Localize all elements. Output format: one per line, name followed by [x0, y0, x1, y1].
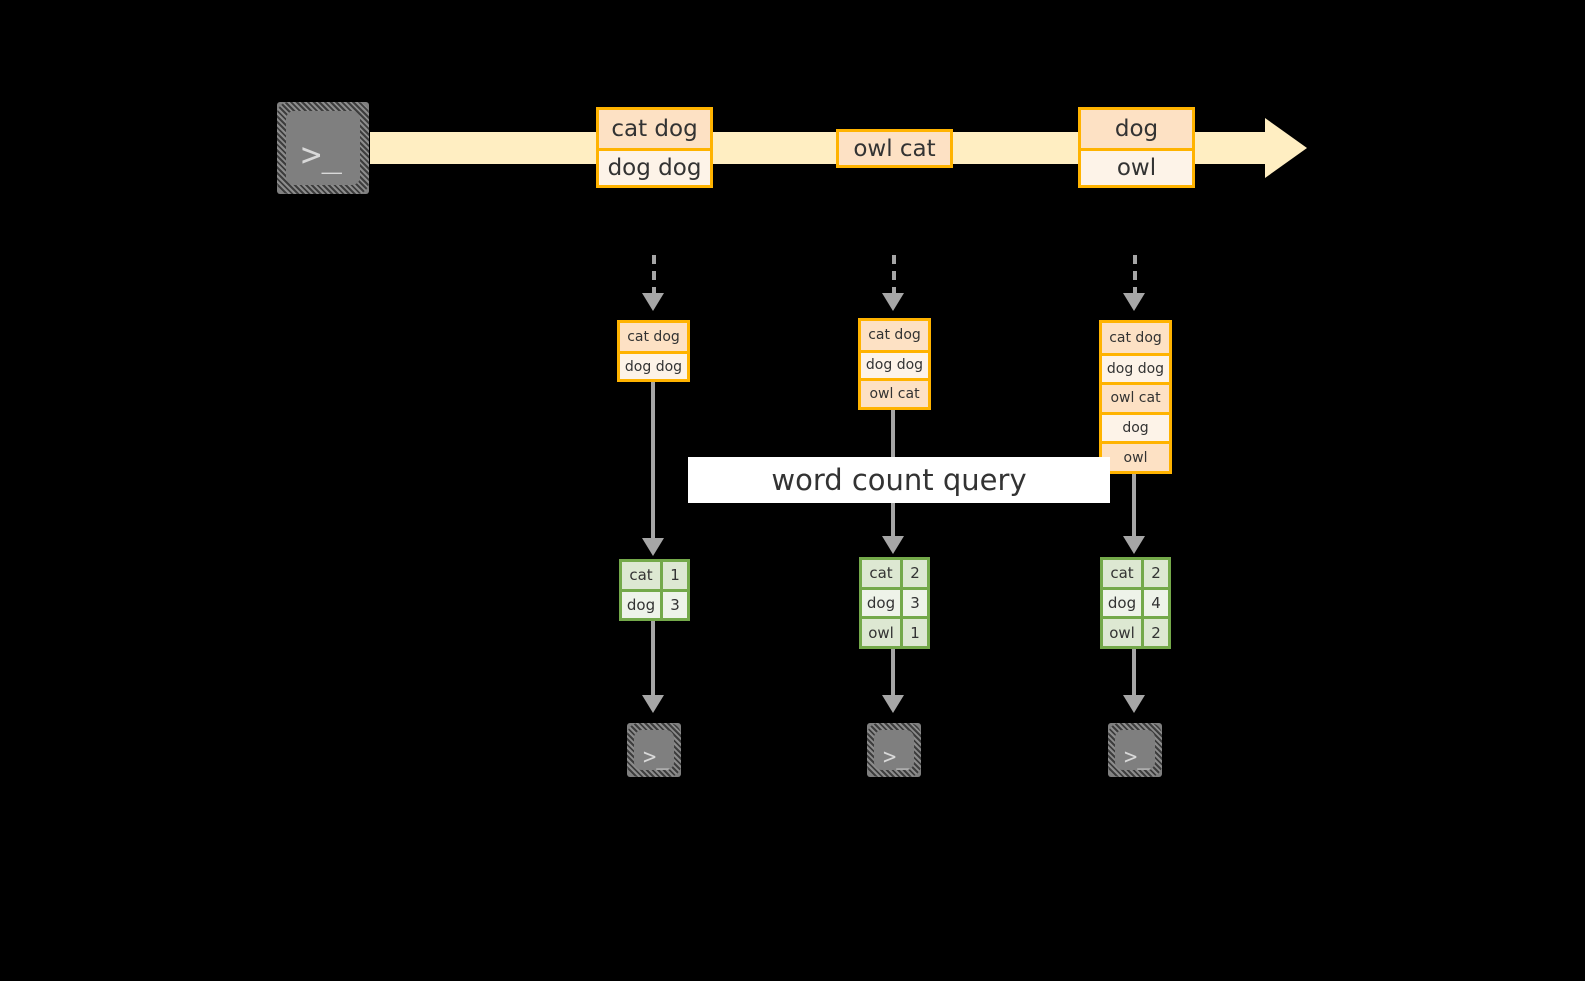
sink-terminal-icon-3: >_	[1099, 714, 1171, 786]
result-count: 2	[1144, 560, 1168, 587]
buffer-to-result-connector-1	[651, 382, 655, 542]
stream-event-group-1[interactable]: cat dog dog dog	[596, 107, 713, 188]
source-terminal-icon: >_	[268, 93, 378, 203]
sink-terminal-icon-2: >_	[858, 714, 930, 786]
buffer-line: cat dog	[620, 323, 687, 351]
stream-to-buffer-arrowhead-1	[642, 293, 664, 311]
buffer-to-result-arrowhead-2	[882, 536, 904, 554]
stream-event-group-2[interactable]: owl cat	[836, 129, 953, 168]
buffer-line: cat dog	[1102, 323, 1169, 353]
result-row: dog 3	[862, 586, 927, 617]
result-word: owl	[862, 619, 903, 647]
buffer-line: dog dog	[620, 351, 687, 379]
result-to-sink-arrowhead-3	[1123, 695, 1145, 713]
stream-timeline-arrowhead	[1265, 118, 1307, 178]
result-to-sink-connector-3	[1132, 649, 1136, 699]
result-count: 1	[663, 562, 687, 589]
buffer-box-1[interactable]: cat dog dog dog	[617, 320, 690, 382]
result-row: owl 1	[862, 616, 927, 647]
result-to-sink-arrowhead-1	[642, 695, 664, 713]
terminal-body	[634, 730, 674, 770]
result-to-sink-connector-2	[891, 649, 895, 699]
result-word: cat	[1103, 560, 1144, 587]
buffer-line: dog dog	[861, 349, 928, 379]
buffer-to-result-arrowhead-3	[1123, 536, 1145, 554]
stream-to-buffer-connector-3	[1133, 255, 1137, 297]
result-row: dog 3	[622, 588, 687, 618]
stream-event-group-3[interactable]: dog owl	[1078, 107, 1195, 188]
result-word: owl	[1103, 619, 1144, 647]
result-table-3[interactable]: cat 2 dog 4 owl 2	[1100, 557, 1171, 649]
stream-event-line: owl	[1081, 147, 1192, 185]
result-count: 3	[663, 591, 687, 618]
terminal-prompt-glyph: >_	[643, 745, 670, 770]
result-row: cat 2	[862, 560, 927, 587]
stream-to-buffer-connector-2	[892, 255, 896, 297]
result-row: owl 2	[1103, 616, 1168, 647]
buffer-line: cat dog	[861, 321, 928, 350]
stream-event-line: owl cat	[839, 132, 950, 165]
terminal-body	[286, 111, 360, 185]
result-count: 2	[1144, 619, 1168, 647]
result-count: 2	[903, 560, 927, 587]
buffer-line: owl cat	[1102, 382, 1169, 412]
terminal-body	[874, 730, 914, 770]
result-word: cat	[862, 560, 903, 587]
result-table-2[interactable]: cat 2 dog 3 owl 1	[859, 557, 930, 649]
result-word: dog	[862, 589, 903, 617]
result-row: cat 2	[1103, 560, 1168, 587]
result-row: dog 4	[1103, 586, 1168, 617]
buffer-line: owl	[1102, 441, 1169, 471]
result-to-sink-connector-1	[651, 621, 655, 699]
query-label-text: word count query	[771, 463, 1027, 497]
terminal-body	[1115, 730, 1155, 770]
result-word: cat	[622, 562, 663, 589]
result-to-sink-arrowhead-2	[882, 695, 904, 713]
buffer-box-3[interactable]: cat dog dog dog owl cat dog owl	[1099, 320, 1172, 474]
stream-to-buffer-arrowhead-3	[1123, 293, 1145, 311]
terminal-prompt-glyph: >_	[301, 135, 342, 175]
stream-to-buffer-arrowhead-2	[882, 293, 904, 311]
buffer-line: dog dog	[1102, 352, 1169, 383]
stream-event-line: cat dog	[599, 110, 710, 148]
result-table-1[interactable]: cat 1 dog 3	[619, 559, 690, 621]
buffer-line: owl cat	[861, 378, 928, 407]
buffer-line: dog	[1102, 411, 1169, 442]
result-count: 4	[1144, 589, 1168, 617]
stream-event-line: dog	[1081, 110, 1192, 148]
result-word: dog	[622, 591, 663, 618]
result-row: cat 1	[622, 562, 687, 589]
result-count: 1	[903, 619, 927, 647]
stream-to-buffer-connector-1	[652, 255, 656, 297]
buffer-to-result-arrowhead-1	[642, 538, 664, 556]
result-count: 3	[903, 589, 927, 617]
buffer-to-result-connector-3	[1132, 474, 1136, 540]
terminal-prompt-glyph: >_	[1124, 745, 1151, 770]
buffer-box-2[interactable]: cat dog dog dog owl cat	[858, 318, 931, 410]
result-word: dog	[1103, 589, 1144, 617]
query-label-band: word count query	[688, 457, 1110, 503]
sink-terminal-icon-1: >_	[618, 714, 690, 786]
stream-event-line: dog dog	[599, 147, 710, 185]
terminal-prompt-glyph: >_	[883, 745, 910, 770]
